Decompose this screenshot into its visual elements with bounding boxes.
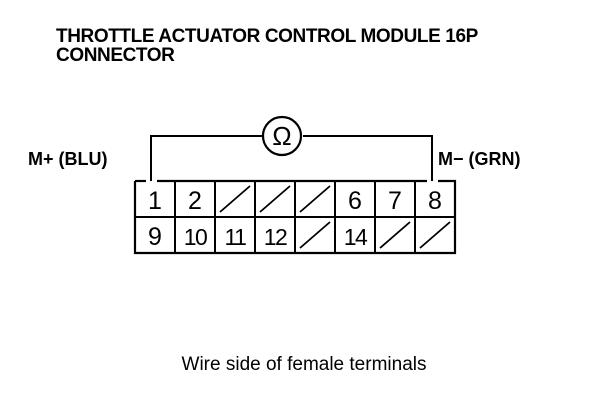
terminal-number-9: 9 bbox=[148, 223, 162, 251]
terminal-number-2: 2 bbox=[188, 187, 202, 215]
empty-terminal-slash bbox=[299, 221, 331, 249]
empty-terminal-slash bbox=[379, 221, 411, 249]
empty-terminal-slash bbox=[419, 221, 451, 249]
diagram-title-line2: CONNECTOR bbox=[56, 45, 175, 66]
probe-label-positive: M+ (BLU) bbox=[28, 149, 108, 169]
terminal-number-11: 11 bbox=[225, 224, 247, 250]
diagram-title-line1: THROTTLE ACTUATOR CONTROL MODULE 16P bbox=[56, 26, 478, 47]
empty-terminal-slash bbox=[299, 185, 331, 213]
terminal-number-10: 10 bbox=[184, 224, 207, 250]
lead-wire-negative bbox=[303, 135, 433, 176]
empty-terminal-slash bbox=[219, 185, 251, 213]
terminal-number-12: 12 bbox=[264, 224, 287, 250]
diagram-caption: Wire side of female terminals bbox=[181, 354, 427, 375]
terminal-number-6: 6 bbox=[348, 187, 362, 215]
lead-wire-positive bbox=[150, 135, 262, 176]
terminal-number-14: 14 bbox=[344, 224, 368, 250]
terminal-number-1: 1 bbox=[148, 187, 162, 215]
terminal-number-7: 7 bbox=[388, 187, 402, 215]
ohmmeter-icon: Ω bbox=[261, 115, 303, 157]
ohm-symbol: Ω bbox=[272, 121, 291, 151]
terminal-number-8: 8 bbox=[428, 187, 442, 215]
probe-label-negative: M− (GRN) bbox=[438, 149, 521, 169]
empty-terminal-slash bbox=[259, 185, 291, 213]
